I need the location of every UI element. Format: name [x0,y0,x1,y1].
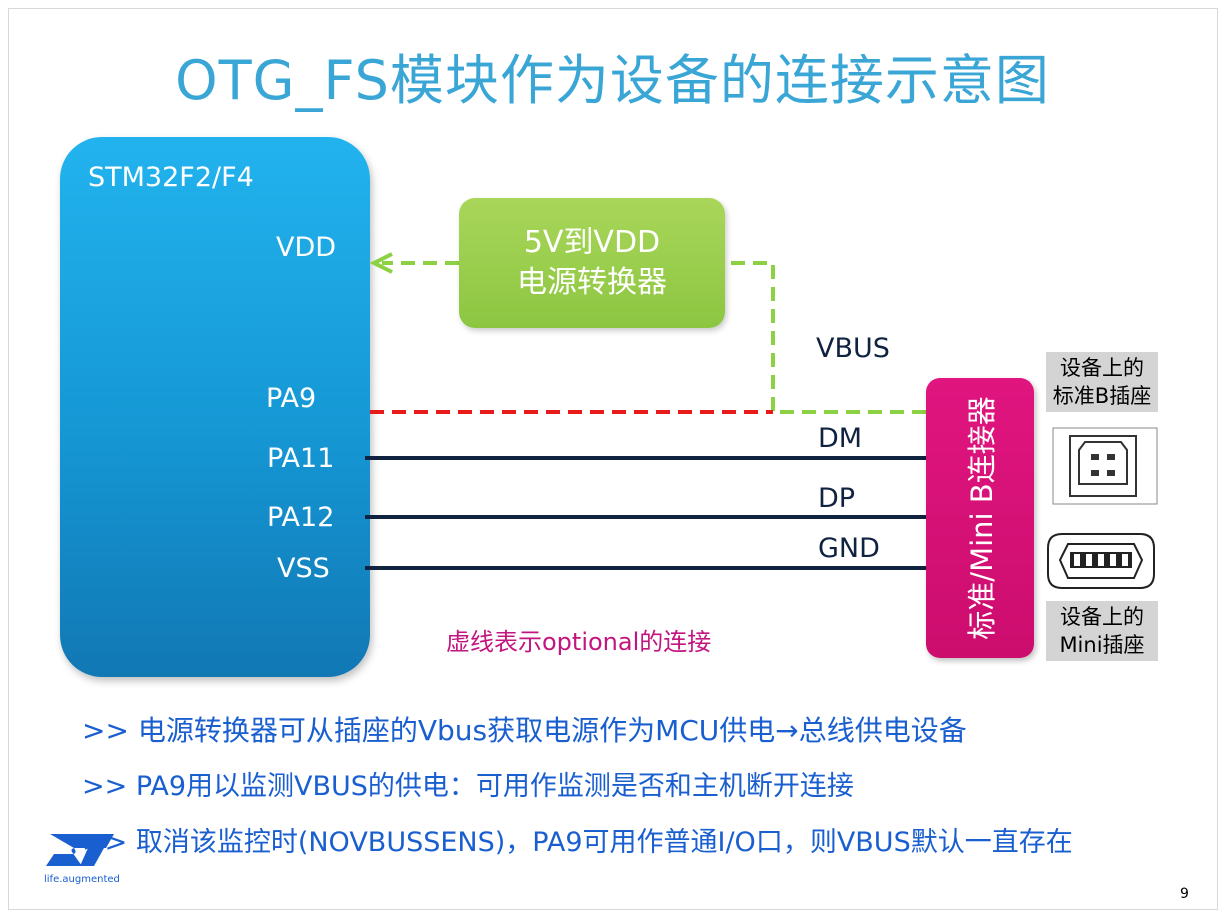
bullet-1: >> 电源转换器可从插座的Vbus获取电源作为MCU供电→总线供电设备 [82,714,967,747]
std-b-label-line1: 设备上的 [1060,356,1144,380]
slide-title: OTG_FS模块作为设备的连接示意图 [175,49,1050,112]
pin-vss: VSS [277,553,330,584]
pin-pa9: PA9 [266,383,317,414]
pin-pa12: PA12 [267,502,335,533]
slide-frame [8,8,1218,910]
connector-label: 标准/Mini B连接器 [965,396,999,640]
mini-label-line1: 设备上的 [1060,605,1144,629]
st-logo-icon [46,834,114,866]
std-b-label-line2: 标准B插座 [1052,384,1152,408]
power-converter-block: 5V到VDD 电源转换器 [459,198,725,328]
signal-dm: DM [818,423,863,454]
mini-label-line2: Mini插座 [1059,633,1145,657]
signal-vbus: VBUS [816,333,890,364]
vbus-optional-line [722,261,926,414]
page-number: 9 [1180,886,1189,902]
signal-dp: DP [818,483,856,514]
converter-line1: 5V到VDD [523,225,661,260]
optional-note: 虚线表示optional的连接 [446,628,712,656]
pin-vdd: VDD [276,232,337,263]
signal-gnd: GND [818,533,880,564]
logo-tagline: life.augmented [44,874,120,885]
std-b-socket-label: 设备上的 标准B插座 [1046,352,1158,412]
bullet-3: >> 取消该监控时(NOVBUSSENS)，PA9可用作普通I/O口，则VBUS… [82,827,1073,858]
usb-connector-block: 标准/Mini B连接器 [926,378,1034,658]
mini-socket-label: 设备上的 Mini插座 [1046,601,1158,661]
vdd-arrow-head [369,252,393,274]
std-b-socket-icon [1052,427,1158,505]
mcu-name: STM32F2/F4 [88,162,254,193]
converter-line2: 电源转换器 [517,265,667,300]
mcu-block [60,137,370,677]
pin-pa11: PA11 [267,443,335,474]
mini-socket-icon [1047,533,1155,589]
bullet-2: >> PA9用以监测VBUS的供电：可用作监测是否和主机断开连接 [82,771,854,802]
